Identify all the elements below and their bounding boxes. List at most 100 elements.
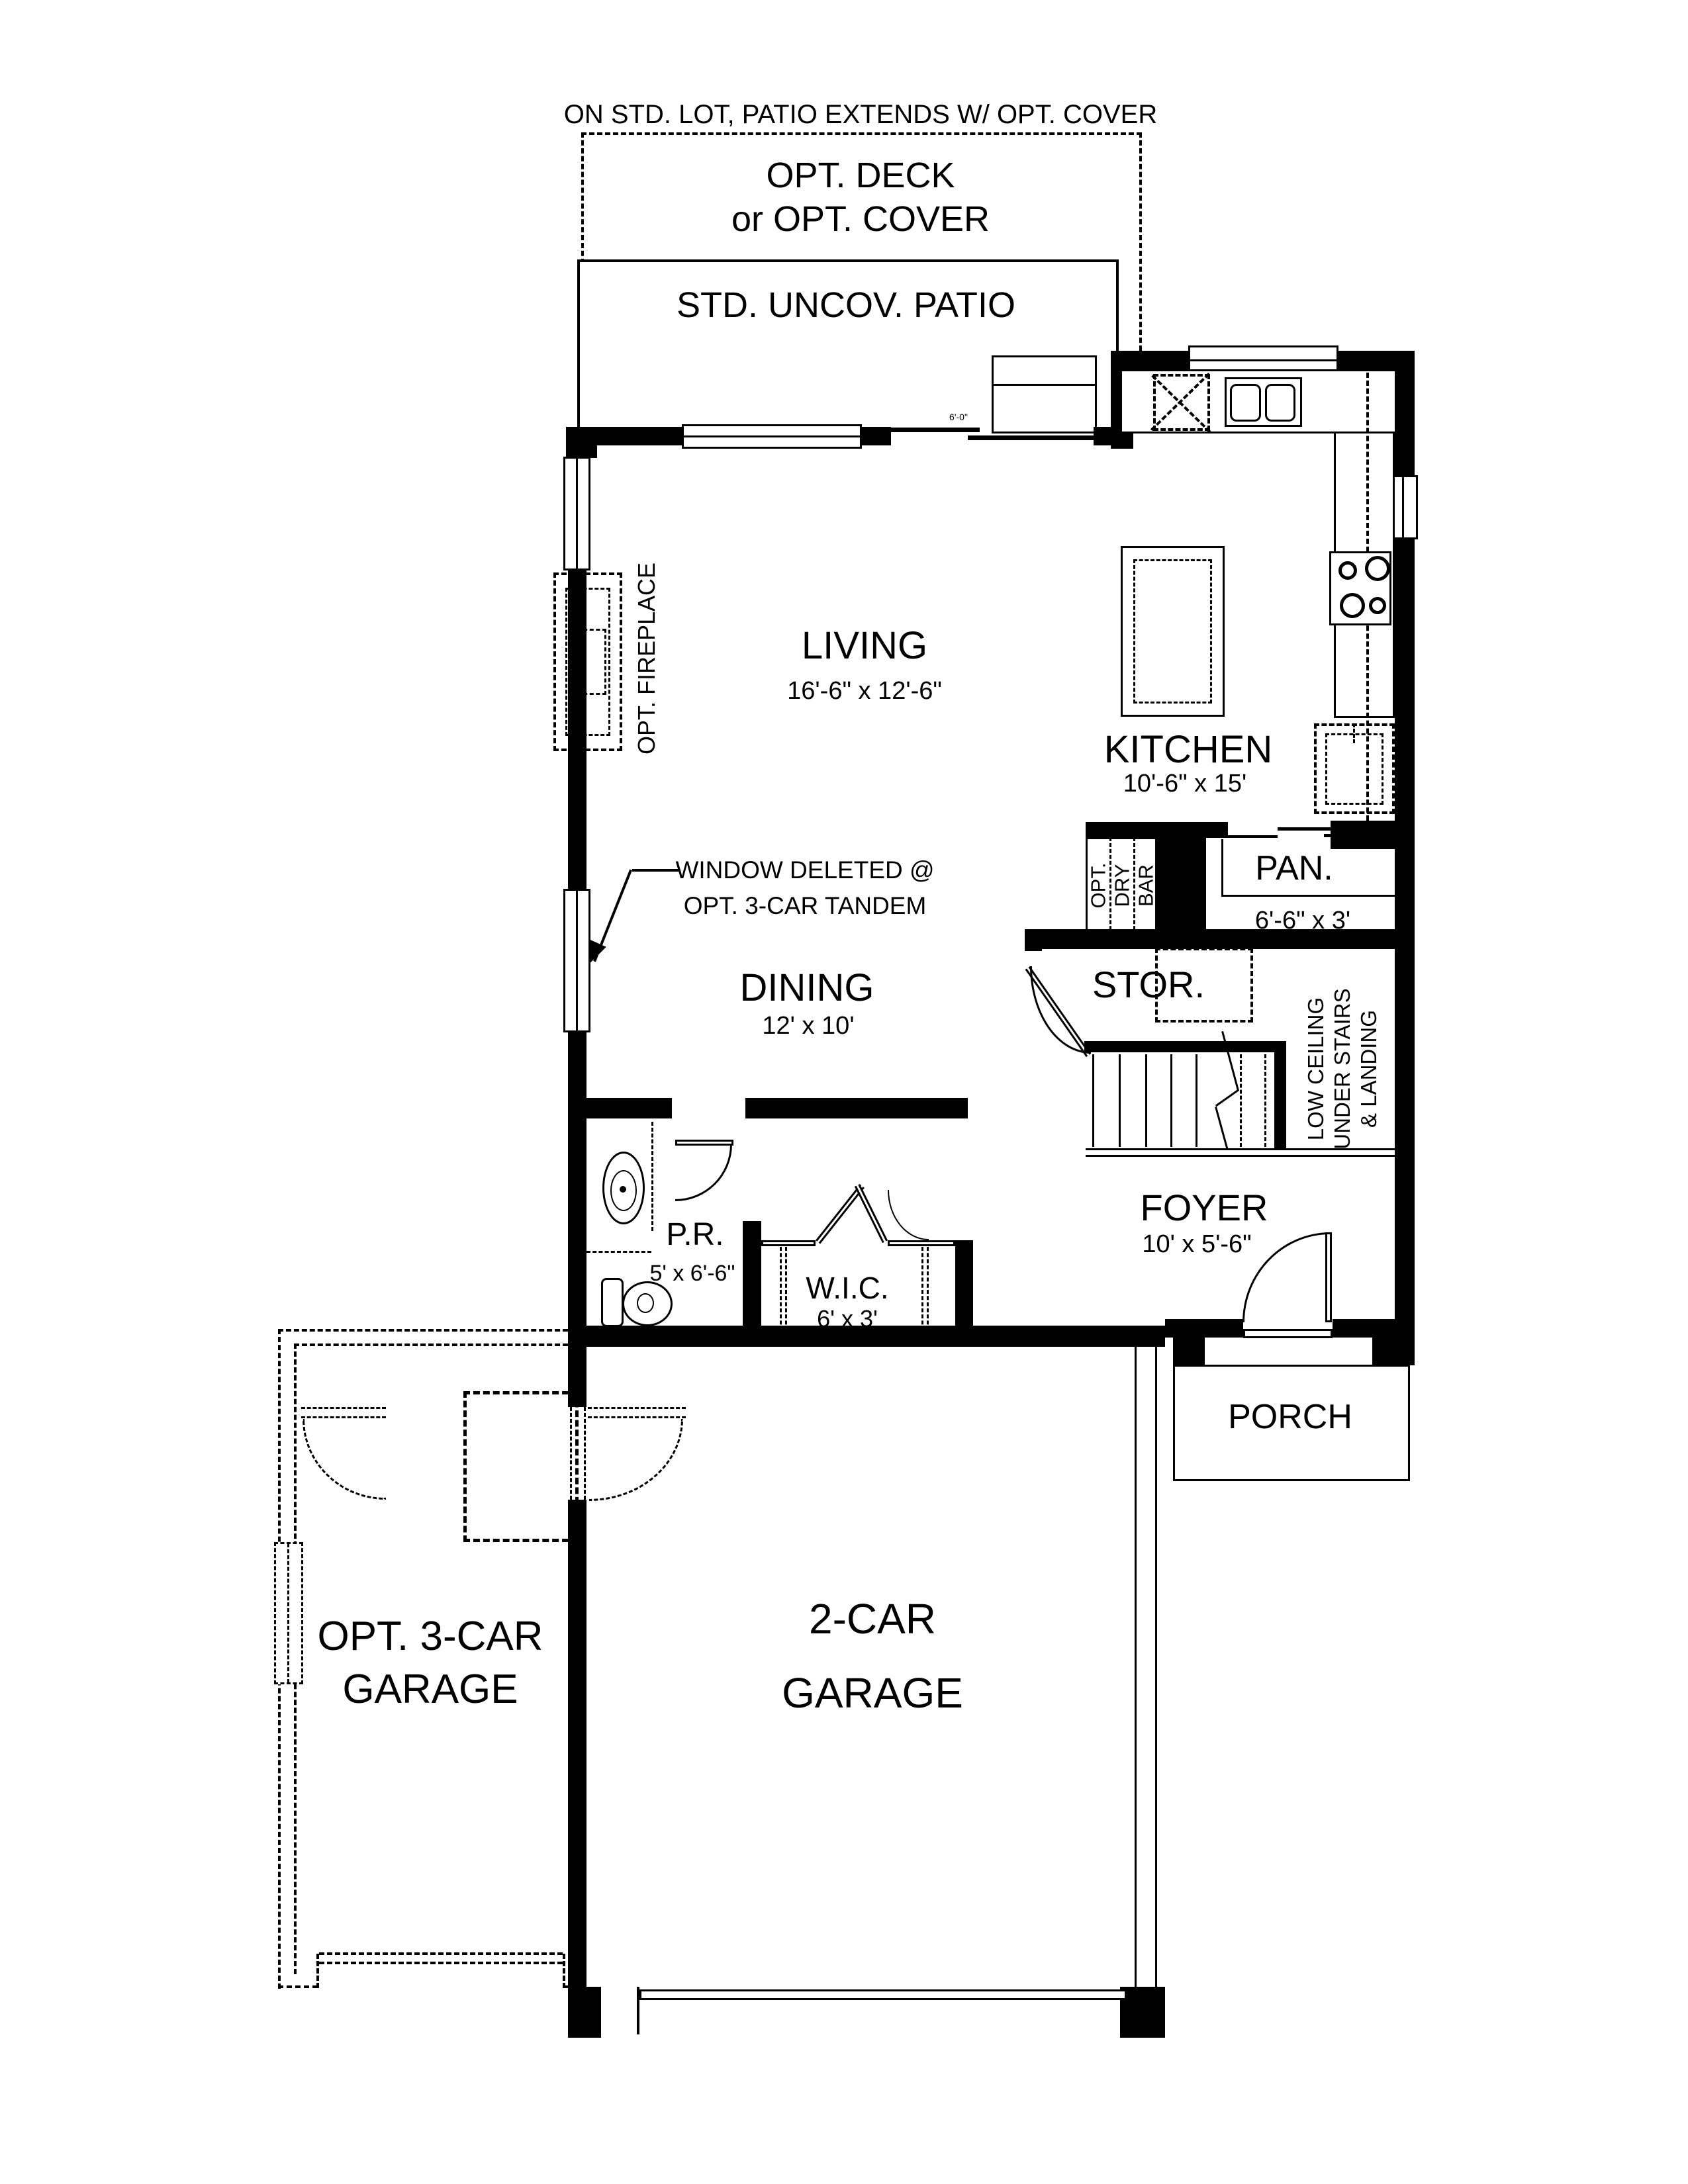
window-dining-left bbox=[563, 889, 590, 1032]
stor-door-arc bbox=[1030, 966, 1091, 1054]
wall-foyer-bottom-right bbox=[1333, 1319, 1374, 1338]
fridge-inner bbox=[1325, 733, 1383, 805]
pr-vanity-dash-h bbox=[586, 1251, 651, 1253]
opt-deck-outline bbox=[581, 132, 1142, 351]
stair-tread-2 bbox=[1119, 1054, 1121, 1147]
dining-dims: 12' x 10' bbox=[762, 1012, 855, 1040]
front-door-leaf bbox=[1325, 1232, 1332, 1322]
window-deleted-note: WINDOW DELETED @ OPT. 3-CAR TANDEM bbox=[675, 852, 934, 924]
drybar-divider-1 bbox=[1109, 837, 1111, 948]
pr-sink-drain bbox=[620, 1186, 626, 1193]
front-door-arc bbox=[1243, 1232, 1331, 1322]
low-ceiling-line1: LOW CEILING bbox=[1303, 997, 1328, 1141]
burner-4 bbox=[1369, 597, 1386, 614]
garage-corner-left bbox=[568, 1987, 601, 2038]
opt3-window-line bbox=[287, 1543, 289, 1683]
drybar-divider-2 bbox=[1133, 837, 1135, 948]
stor-outline bbox=[1155, 948, 1253, 1023]
sink-basin-left bbox=[1230, 384, 1261, 422]
island-inner bbox=[1133, 559, 1212, 704]
stair-tread-1 bbox=[1092, 1054, 1094, 1147]
opt3-door-step-left bbox=[316, 1954, 319, 1988]
fireplace-outline bbox=[553, 572, 622, 751]
wic-label: W.I.C. bbox=[806, 1271, 889, 1305]
wall-pantry-right-block bbox=[1331, 821, 1397, 849]
pantry-dims: 6'-6" x 3' bbox=[1254, 907, 1351, 934]
kitchen-dims: 10'-6" x 15' bbox=[1123, 770, 1247, 797]
sink-basin-right bbox=[1265, 384, 1295, 422]
living-name: LIVING bbox=[801, 624, 928, 667]
pr-label: P.R. bbox=[666, 1217, 724, 1252]
pr-door-arc bbox=[675, 1144, 732, 1201]
dining-label: DINING bbox=[739, 966, 874, 1009]
opt-door-jamb-1 bbox=[570, 1407, 572, 1500]
opt-deck-line1: OPT. DECK bbox=[766, 156, 955, 195]
opt-door-right-top bbox=[588, 1407, 686, 1409]
pantry-bottom-line bbox=[1221, 895, 1397, 897]
opt3-bottom-right-stub bbox=[563, 1985, 586, 1988]
stairs-floor-line bbox=[1086, 1148, 1395, 1157]
burner-1 bbox=[1338, 561, 1357, 580]
opt3-door-line-1 bbox=[319, 1952, 563, 1955]
opt-door-right-bottom bbox=[588, 1416, 686, 1418]
wall-foyer-right-pillar bbox=[1372, 1319, 1415, 1365]
stair-tread-5 bbox=[1196, 1054, 1197, 1147]
low-ceiling-note: LOW CEILING UNDER STAIRS & LANDING bbox=[1303, 988, 1382, 1149]
stairs-top-beam bbox=[1084, 1041, 1286, 1052]
window-deleted-line1: WINDOW DELETED @ bbox=[675, 856, 935, 884]
fireplace-inner bbox=[565, 588, 610, 736]
opt-deck-label: OPT. DECK or OPT. COVER bbox=[731, 154, 990, 241]
island bbox=[1121, 546, 1225, 717]
stor-label: STOR. bbox=[1092, 964, 1205, 1005]
garage-door-jamb-left bbox=[637, 1987, 639, 2034]
stairs-right-wall bbox=[1274, 1048, 1286, 1150]
garage2-label: 2-CAR GARAGE bbox=[782, 1582, 963, 1730]
pantry-slider-1 bbox=[1278, 827, 1332, 831]
wall-dining-hall bbox=[1031, 929, 1395, 949]
wic-rod-2a bbox=[921, 1247, 923, 1337]
garage-door bbox=[639, 1989, 1127, 2000]
pantry-label: PAN. bbox=[1255, 849, 1333, 887]
drybar-word-bar: BAR bbox=[1134, 864, 1158, 907]
garage3-line2: GARAGE bbox=[342, 1666, 518, 1712]
note-leader-tick bbox=[632, 869, 679, 872]
living-label: LIVING bbox=[802, 627, 927, 665]
toilet-bowl-inner bbox=[637, 1293, 654, 1313]
fireplace-firebox bbox=[571, 629, 606, 695]
garage3-line1: OPT. 3-CAR bbox=[317, 1614, 543, 1659]
opt3-top-inner bbox=[294, 1343, 576, 1346]
wic-top-line-right bbox=[888, 1240, 955, 1246]
opt-deck-line2: or OPT. COVER bbox=[731, 199, 990, 239]
wic-top-line-left bbox=[761, 1240, 816, 1246]
patio-step bbox=[992, 355, 1097, 433]
wall-pr-top-left bbox=[568, 1098, 672, 1118]
pr-vanity-dash-v bbox=[651, 1122, 653, 1231]
slider-dim: 6'-0" bbox=[949, 412, 968, 422]
top-note: ON STD. LOT, PATIO EXTENDS W/ OPT. COVER bbox=[563, 100, 1158, 129]
garage-door-jamb-right bbox=[1125, 1987, 1128, 2034]
garage3-label: OPT. 3-CAR GARAGE bbox=[317, 1610, 543, 1716]
porch-pillar-left bbox=[1173, 1337, 1205, 1366]
wall-left-lower bbox=[568, 1030, 586, 1347]
garage2-line1: 2-CAR bbox=[808, 1595, 937, 1643]
window-living-top bbox=[682, 424, 862, 449]
burner-2 bbox=[1365, 556, 1390, 581]
wall-left-corner bbox=[566, 427, 597, 458]
stair-tread-dash-1 bbox=[1240, 1054, 1242, 1147]
stair-tread-3 bbox=[1145, 1054, 1147, 1147]
wall-garage-right bbox=[1135, 1347, 1157, 1987]
window-living-left bbox=[563, 457, 590, 570]
drybar-word-dry: DRY bbox=[1110, 864, 1134, 907]
patio-label: STD. UNCOV. PATIO bbox=[676, 285, 1016, 325]
dishwasher bbox=[1153, 374, 1210, 431]
low-ceiling-line2: UNDER STAIRS bbox=[1330, 988, 1354, 1150]
front-door-sill bbox=[1243, 1329, 1333, 1338]
slider-panel-1 bbox=[861, 428, 980, 432]
wic-rod-1a bbox=[780, 1247, 782, 1337]
window-deleted-line2: OPT. 3-CAR TANDEM bbox=[683, 892, 927, 919]
opt3-bottom-left-stub bbox=[278, 1985, 318, 1988]
wall-pr-right bbox=[743, 1221, 761, 1328]
wall-hall-stub bbox=[1025, 929, 1042, 951]
toilet-tank bbox=[601, 1278, 624, 1327]
